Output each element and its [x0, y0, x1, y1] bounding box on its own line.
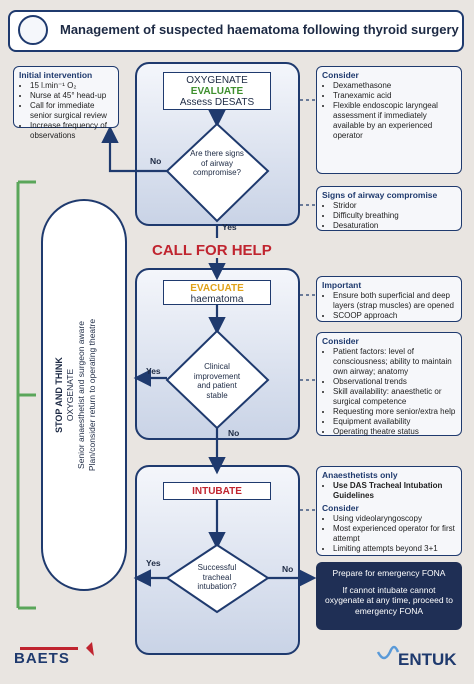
title-bar [8, 10, 464, 52]
list-item: Equipment availability [333, 417, 456, 427]
diamond-stable [165, 329, 270, 430]
important-box: Important Ensure both superficial and de… [316, 276, 462, 322]
list-item: Increase frequency of observations [30, 121, 113, 141]
oxygenate-box: OXYGENATE EVALUATE Assess DESATS [163, 72, 271, 110]
list-item: Use DAS Tracheal Intubation Guidelines [333, 481, 456, 501]
diamond-intubation [165, 543, 270, 614]
list-item: Skill availability: anaesthetic or surgi… [333, 387, 456, 407]
list-item: Limiting attempts beyond 3+1 [333, 544, 456, 554]
list-item: Patient factors: level of consciousness;… [333, 347, 456, 377]
call-for-help: CALL FOR HELP [152, 242, 272, 259]
important-heading: Important [322, 280, 362, 290]
consider-box-2: Consider Patient factors: level of consc… [316, 332, 462, 436]
anaesthetists-heading: Anaesthetists only [322, 470, 398, 480]
stop-line-3: Senior anaesthetist and surgeon aware [76, 321, 86, 469]
no-label-2: No [228, 428, 240, 438]
page-title: Management of suspected haematoma follow… [60, 22, 459, 37]
intubate-box: INTUBATE [163, 482, 271, 500]
oxygenate-label: OXYGENATE [186, 75, 248, 86]
evaluate-label: EVALUATE [190, 86, 244, 97]
yes-label-1: Yes [222, 222, 237, 232]
diamond-intubation-text: Successful tracheal intubation? [197, 563, 237, 591]
list-item: Dexamethasone [333, 81, 456, 91]
list-item: Desaturation [333, 221, 456, 231]
list-item: Requesting more senior/extra help [333, 407, 456, 417]
consider-heading-1: Consider [322, 70, 359, 80]
list-item: Ensure both superficial and deep layers … [333, 291, 456, 311]
stop-and-think-pill: STOP AND THINK OXYGENATE Senior anaesthe… [40, 200, 128, 590]
no-label-1: No [150, 156, 162, 166]
list-item: Observational trends [333, 377, 456, 387]
diamond-airway [165, 122, 270, 223]
entuk-logo: ENTUK [398, 650, 457, 669]
diamond-airway-text: Are there signs of airway compromise? [190, 149, 244, 177]
list-item: Difficulty breathing [333, 211, 456, 221]
airway-signs-box: Signs of airway compromise Stridor Diffi… [316, 186, 462, 231]
fona-line-1: Prepare for emergency FONA [332, 568, 446, 578]
stop-line-4: Plan/consider return to operating theatr… [87, 318, 97, 472]
yes-label-3: Yes [146, 558, 161, 568]
list-item: Most experienced operator for first atte… [333, 524, 456, 544]
fona-box: Prepare for emergency FONA If cannot int… [316, 562, 462, 630]
yes-label-2: Yes [146, 366, 161, 376]
list-item: Call for immediate senior surgical revie… [30, 101, 113, 121]
evacuate-label: EVACUATE [190, 283, 244, 294]
no-label-3: No [282, 564, 294, 574]
intubate-label: INTUBATE [192, 486, 242, 497]
assess-desats-label: Assess DESATS [179, 97, 255, 108]
list-item: Using videolaryngoscopy [333, 514, 456, 524]
list-item: SCOOP approach [333, 311, 456, 321]
signs-heading: Signs of airway compromise [322, 190, 438, 200]
stop-line-2: OXYGENATE [65, 368, 75, 422]
anaesthetists-consider-heading: Consider [322, 503, 359, 513]
stop-line-1: STOP AND THINK [54, 357, 64, 433]
anaesthetists-box: Anaesthetists only Use DAS Tracheal Intu… [316, 466, 462, 556]
evacuate-box: EVACUATE haematoma [163, 280, 271, 305]
haematoma-label: haematoma [190, 294, 244, 305]
consider-heading-2: Consider [322, 336, 359, 346]
baets-logo: BAETS [14, 650, 70, 667]
list-item: Operating theatre status [333, 427, 456, 437]
list-item: Nurse at 45° head-up [30, 91, 113, 101]
list-item: Stridor [333, 201, 456, 211]
initial-intervention-box: Initial intervention 15 l.min⁻¹ O₂ Nurse… [13, 66, 119, 140]
diamond-stable-text: Clinical improvement and patient stable [193, 362, 241, 400]
list-item: 15 l.min⁻¹ O₂ [30, 81, 113, 91]
baets-seal-icon [18, 15, 48, 45]
consider-box-1: Consider Dexamethasone Tranexamic acid F… [316, 66, 462, 174]
list-item: Flexible endoscopic laryngeal assessment… [333, 101, 456, 141]
initial-heading: Initial intervention [19, 70, 93, 80]
fona-line-2: If cannot intubate cannot oxygenate at a… [324, 584, 454, 616]
list-item: Tranexamic acid [333, 91, 456, 101]
